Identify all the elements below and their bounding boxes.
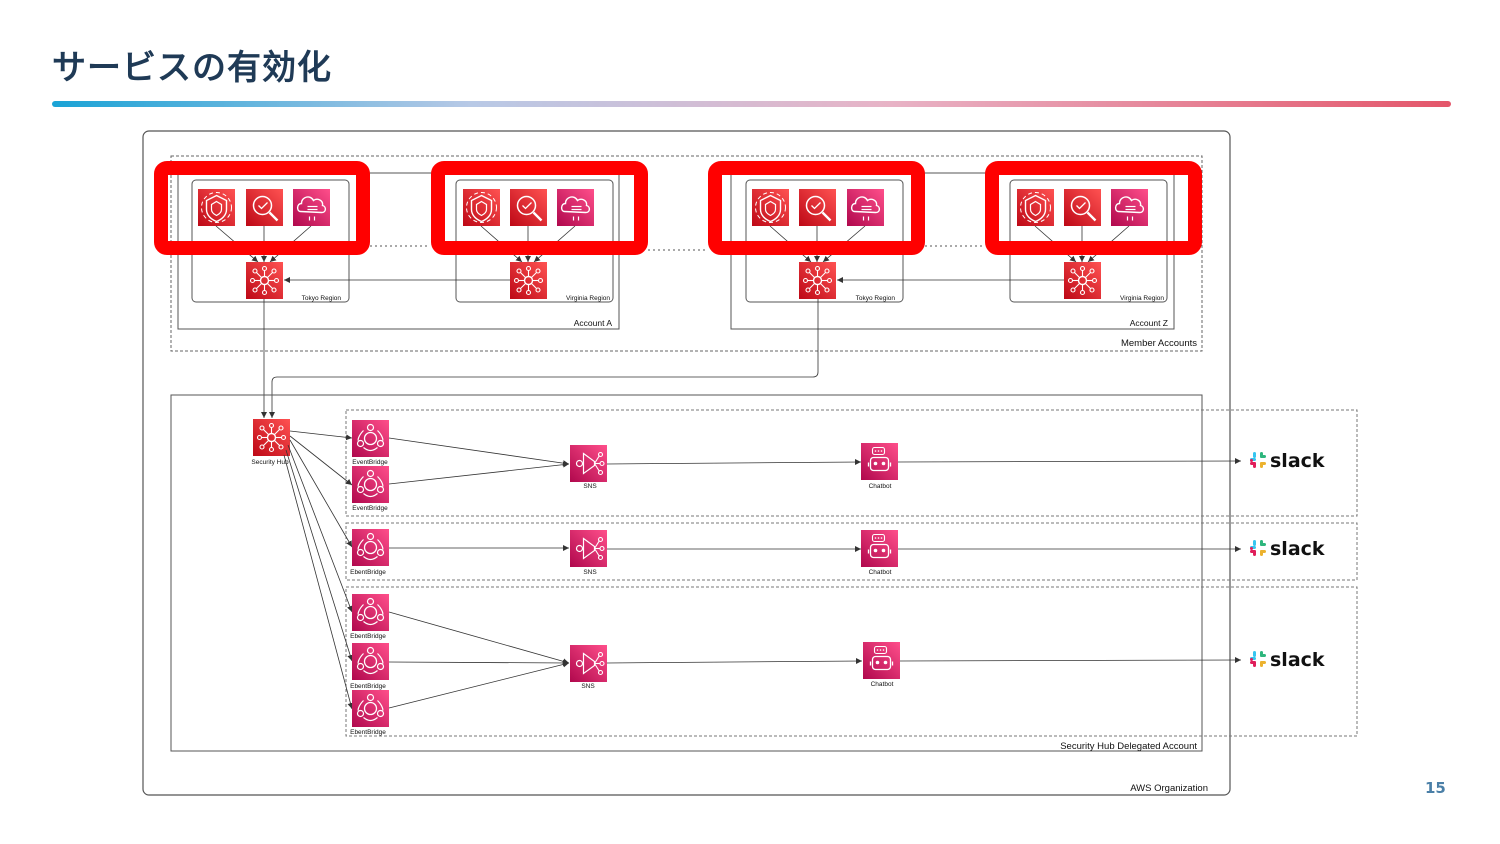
sns-icon — [570, 445, 607, 482]
sns-to-slack-arrows — [606, 458, 1242, 665]
account-a-label: Account A — [574, 318, 613, 328]
member-accounts-box — [170, 155, 1203, 352]
pipeline-group-3 — [345, 586, 1358, 737]
slack-wordmark: slack — [1270, 538, 1325, 560]
eventbridge-icon — [352, 594, 389, 631]
sns-icon — [570, 645, 607, 682]
eventbridge-label: EbentBridge — [350, 633, 386, 640]
slack-wordmark: slack — [1270, 649, 1325, 671]
region-label: Tokyo Region — [856, 295, 896, 302]
guardduty-icon — [463, 189, 500, 226]
delegated-account-label: Security Hub Delegated Account — [1060, 741, 1197, 752]
eventbridge-label: EbentBridge — [350, 683, 386, 690]
security-hub-icon — [253, 419, 290, 456]
highlight-frames — [154, 161, 1202, 255]
pipeline-group-2 — [345, 522, 1358, 581]
eventbridge-icon — [352, 529, 389, 566]
security-hub-icon — [799, 262, 836, 299]
eventbridge-label: EbentBridge — [350, 729, 386, 736]
config-icon — [847, 189, 884, 226]
sns-label: SNS — [581, 683, 595, 690]
config-icon — [557, 189, 594, 226]
eventbridge-label: EventBridge — [352, 505, 388, 512]
delegated-account-box — [170, 394, 1203, 752]
aggregation-arrows — [261, 277, 1064, 418]
eventbridge-icon — [352, 420, 389, 457]
region-label: Tokyo Region — [302, 295, 342, 302]
sns-icon — [570, 530, 607, 567]
region-label: Virginia Region — [1120, 295, 1164, 302]
eventbridge-icon — [352, 690, 389, 727]
region-label: Virginia Region — [566, 295, 610, 302]
account-z-label: Account Z — [1130, 318, 1168, 328]
slack-logo-icon — [1250, 540, 1266, 556]
chatbot-icon — [861, 443, 898, 480]
eventbridge-to-sns-arrows — [388, 437, 570, 709]
eventbridge-label: EventBridge — [352, 459, 388, 466]
inspector-icon — [799, 189, 836, 226]
chatbot-label: Chatbot — [871, 681, 894, 688]
page-title: サービスの有効化 — [52, 48, 332, 88]
title-underline — [52, 101, 1451, 107]
inspector-icon — [510, 189, 547, 226]
inspector-icon — [246, 189, 283, 226]
config-icon — [1111, 189, 1148, 226]
security-hub-icon — [1064, 262, 1101, 299]
chatbot-label: Chatbot — [869, 483, 892, 490]
guardduty-icon — [1017, 189, 1054, 226]
eventbridge-icon — [352, 466, 389, 503]
security-hub-label: Security Hub — [251, 459, 289, 466]
slack-logo-icon — [1250, 452, 1266, 468]
aws-organization-box — [142, 130, 1231, 796]
slack-wordmark: slack — [1270, 450, 1325, 472]
eventbridge-icon — [352, 643, 389, 680]
pipeline-group-1 — [345, 409, 1358, 517]
sns-label: SNS — [583, 483, 597, 490]
sns-label: SNS — [583, 569, 597, 576]
guardduty-icon — [752, 189, 789, 226]
chatbot-icon — [861, 530, 898, 567]
security-hub-icon — [510, 262, 547, 299]
page-number: 15 — [1425, 779, 1446, 797]
member-accounts-label: Member Accounts — [1121, 338, 1197, 349]
chatbot-label: Chatbot — [869, 569, 892, 576]
chatbot-icon — [863, 642, 900, 679]
guardduty-icon — [198, 189, 235, 226]
hub-to-eventbridge-arrows — [283, 430, 354, 710]
slack-logo-icon — [1250, 651, 1266, 667]
aws-organization-label: AWS Organization — [1130, 783, 1208, 794]
eventbridge-label: EbentBridge — [350, 569, 386, 576]
config-icon — [293, 189, 330, 226]
inspector-icon — [1064, 189, 1101, 226]
security-hub-icon — [246, 262, 283, 299]
